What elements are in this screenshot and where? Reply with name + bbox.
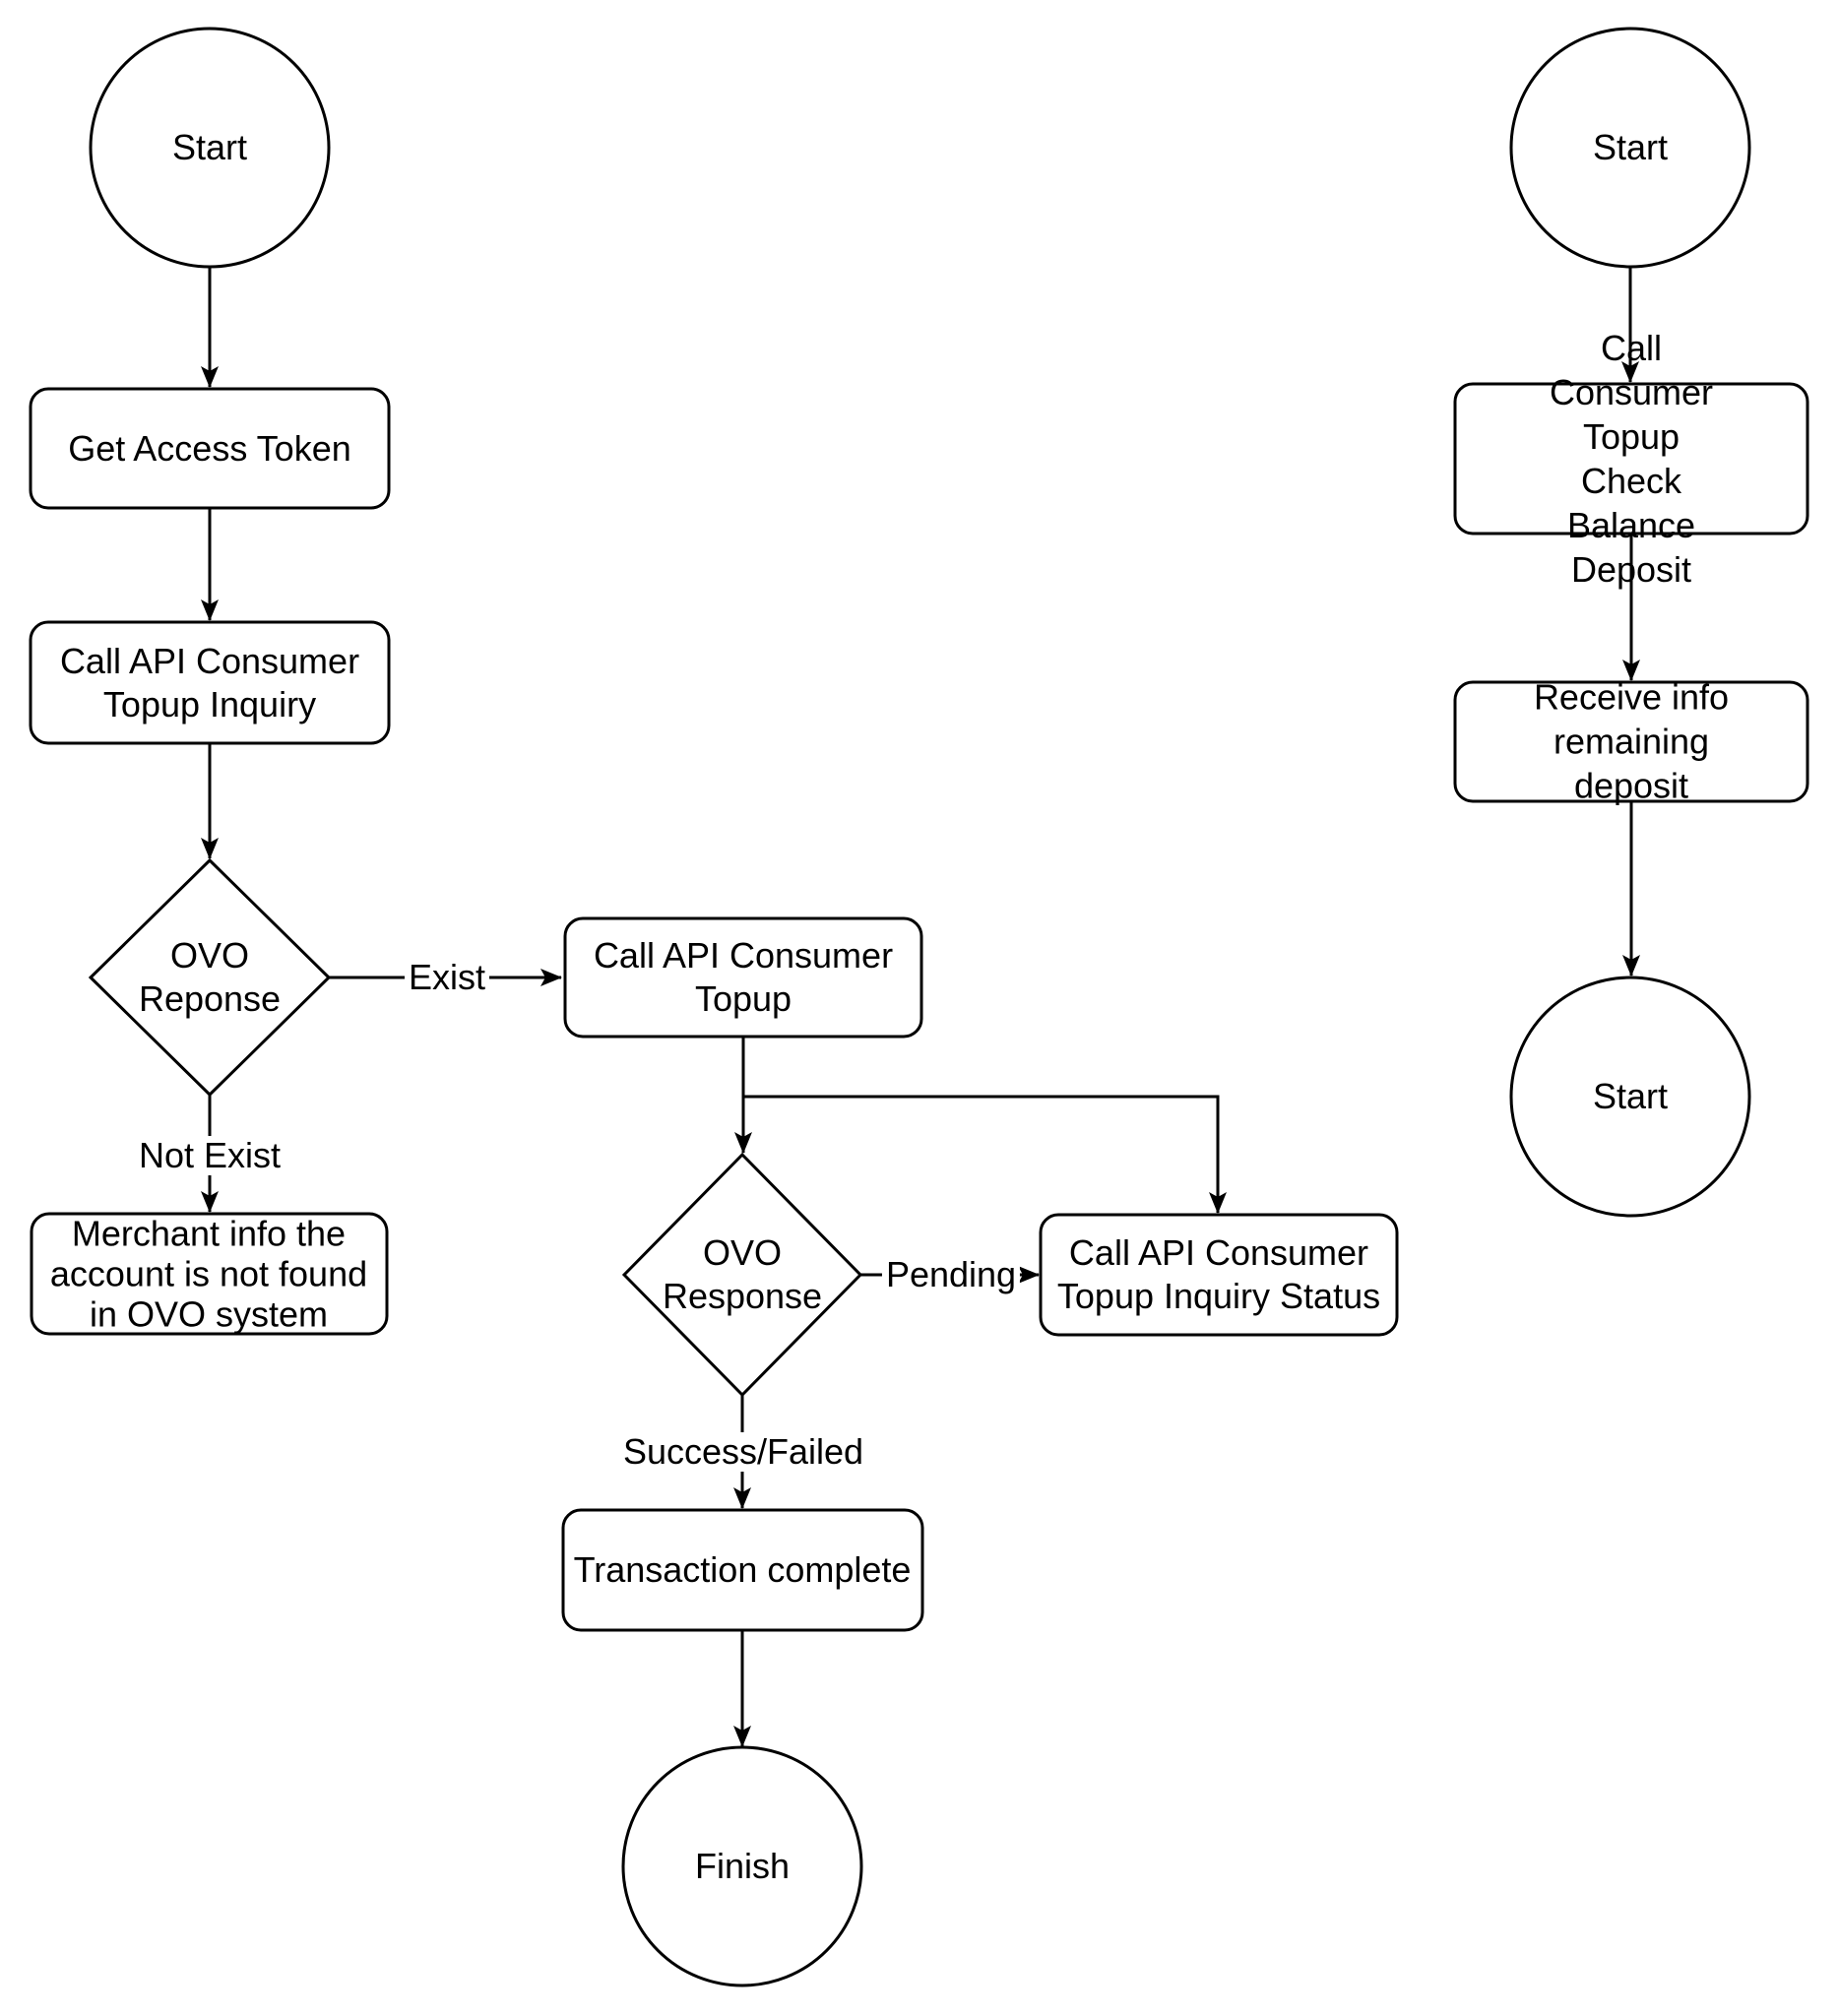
edge-label-not-exist: Not Exist [134,1136,285,1175]
node-get-access-token [29,387,391,510]
label-call-api-consumer-topup-inquiry-status: Call API Consumer Topup Inquiry Status [1056,1232,1381,1316]
node-ovo-reponse-decision [88,857,332,1098]
label-call-api-consumer-topup: Call API Consumer Topup [593,935,894,1019]
label-finish: Finish [694,1846,791,1886]
node-call-api-consumer-topup [563,916,923,1039]
label-start-right-bottom: Start [1592,1076,1669,1116]
edge-label-exist: Exist [404,958,490,997]
node-call-api-consumer-topup-inquiry [29,620,391,745]
label-merchant-not-found: Merchant info the account is not found i… [49,1213,368,1335]
node-start-right-top [1509,27,1751,269]
label-ovo-reponse-decision: OVO Reponse [138,935,282,1019]
label-ovo-response-decision: OVO Response [662,1232,823,1316]
label-start-left: Start [171,127,248,167]
label-get-access-token: Get Access Token [68,428,351,469]
node-start-left [89,27,331,269]
edge-topup-to-inquiry-status-elbow [741,1037,1227,1214]
edge-label-pending: Pending [881,1255,1021,1294]
node-ovo-response-decision [621,1152,863,1398]
label-start-right-top: Start [1592,127,1669,167]
node-call-api-consumer-topup-inquiry-status [1039,1213,1399,1337]
label-receive-info-remaining-deposit: Receive info remaining deposit [1533,676,1730,806]
node-start-right-bottom [1509,976,1751,1218]
label-call-api-consumer-topup-inquiry: Call API Consumer Topup Inquiry [59,641,360,724]
node-merchant-not-found [30,1212,389,1336]
node-finish [621,1745,863,1987]
label-call-consumer-topup-check-balance-deposit: Call Consumer Topup Check Balance Deposi… [1549,328,1714,590]
node-call-consumer-topup-check-balance-deposit [1453,382,1809,536]
edge-label-success-failed: Success/Failed [618,1432,868,1472]
node-transaction-complete [561,1508,924,1632]
label-transaction-complete: Transaction complete [573,1549,912,1590]
node-receive-info-remaining-deposit [1453,680,1809,803]
